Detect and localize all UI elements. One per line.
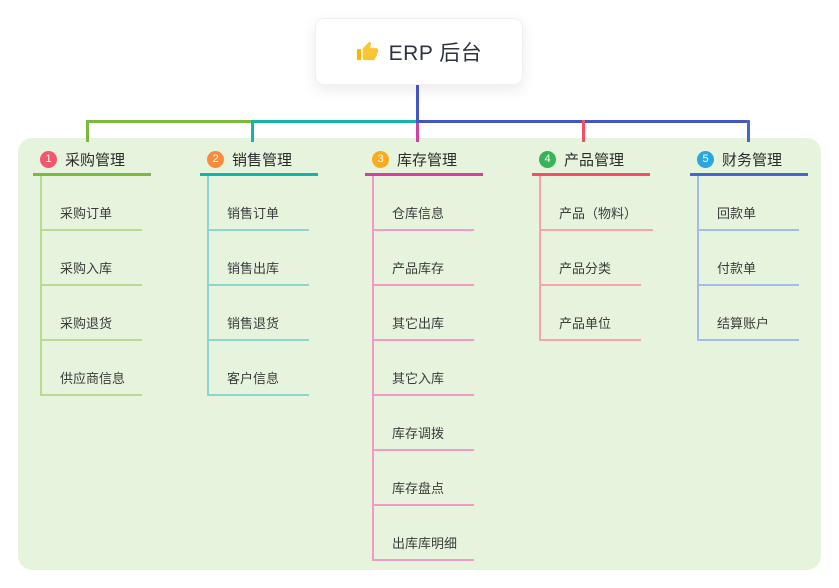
- branch-label: 库存管理: [397, 152, 458, 169]
- branch-number-badge: 2: [207, 151, 224, 168]
- drop-line-branch-4: [582, 120, 585, 142]
- child-node[interactable]: 产品库存: [374, 231, 474, 286]
- child-label: 库存盘点: [392, 481, 445, 496]
- branch-label: 产品管理: [564, 152, 625, 169]
- child-label: 采购入库: [60, 261, 113, 276]
- root-connector-line: [416, 85, 419, 123]
- branch-purchase: 1 采购管理 采购订单 采购入库 采购退货 供应商信息: [33, 146, 151, 396]
- child-node[interactable]: 产品（物料）: [541, 176, 654, 231]
- branch-number-badge: 5: [697, 151, 714, 168]
- branches-panel: [18, 138, 821, 570]
- child-node[interactable]: 销售出库: [209, 231, 309, 286]
- branch-finance-node[interactable]: 5 财务管理: [690, 146, 808, 176]
- child-node[interactable]: 供应商信息: [42, 341, 142, 396]
- child-node[interactable]: 其它入库: [374, 341, 474, 396]
- child-label: 其它出库: [392, 316, 445, 331]
- child-node[interactable]: 出库库明细: [374, 506, 474, 561]
- branch-purchase-node[interactable]: 1 采购管理: [33, 146, 151, 176]
- child-node[interactable]: 销售退货: [209, 286, 309, 341]
- branch-sales-node[interactable]: 2 销售管理: [200, 146, 318, 176]
- branch-product: 4 产品管理 产品（物料） 产品分类 产品单位: [532, 146, 654, 341]
- drop-line-branch-3: [416, 123, 419, 142]
- child-label: 库存调拨: [392, 426, 445, 441]
- branch-purchase-children: 采购订单 采购入库 采购退货 供应商信息: [40, 176, 142, 396]
- branch-label: 财务管理: [722, 152, 783, 169]
- branch-number-badge: 3: [372, 151, 389, 168]
- branch-inventory-children: 仓库信息 产品库存 其它出库 其它入库 库存调拨 库存盘点 出库库明细: [372, 176, 474, 561]
- child-label: 采购订单: [60, 206, 113, 221]
- child-node[interactable]: 客户信息: [209, 341, 309, 396]
- child-node[interactable]: 采购退货: [42, 286, 142, 341]
- branch-label: 销售管理: [232, 152, 293, 169]
- child-label: 其它入库: [392, 371, 445, 386]
- child-label: 销售订单: [227, 206, 280, 221]
- child-label: 销售退货: [227, 316, 280, 331]
- child-node[interactable]: 其它出库: [374, 286, 474, 341]
- child-label: 供应商信息: [60, 371, 126, 386]
- child-node[interactable]: 采购入库: [42, 231, 142, 286]
- root-title: ERP 后台: [388, 41, 483, 65]
- branch-finance: 5 财务管理 回款单 付款单 结算账户: [690, 146, 808, 341]
- child-node[interactable]: 产品单位: [541, 286, 641, 341]
- child-label: 仓库信息: [392, 206, 445, 221]
- child-node[interactable]: 回款单: [699, 176, 799, 231]
- branch-sales: 2 销售管理 销售订单 销售出库 销售退货 客户信息: [200, 146, 318, 396]
- drop-line-branch-1: [86, 120, 89, 142]
- child-node[interactable]: 产品分类: [541, 231, 641, 286]
- drop-line-branch-5: [747, 120, 750, 142]
- child-label: 结算账户: [717, 316, 770, 331]
- bus-segment-middle: [253, 120, 416, 123]
- branch-number-badge: 1: [40, 151, 57, 168]
- child-label: 回款单: [717, 206, 757, 221]
- child-node[interactable]: 结算账户: [699, 286, 799, 341]
- drop-line-branch-2: [251, 120, 254, 142]
- branch-sales-children: 销售订单 销售出库 销售退货 客户信息: [207, 176, 309, 396]
- child-node[interactable]: 库存调拨: [374, 396, 474, 451]
- bus-segment-left: [86, 120, 253, 123]
- child-label: 产品库存: [392, 261, 445, 276]
- child-node[interactable]: 采购订单: [42, 176, 142, 231]
- child-label: 付款单: [717, 261, 757, 276]
- branch-inventory-node[interactable]: 3 库存管理: [365, 146, 483, 176]
- child-label: 产品单位: [559, 316, 612, 331]
- child-node[interactable]: 销售订单: [209, 176, 309, 231]
- branch-product-children: 产品（物料） 产品分类 产品单位: [539, 176, 654, 341]
- child-label: 采购退货: [60, 316, 113, 331]
- child-node[interactable]: 库存盘点: [374, 451, 474, 506]
- child-label: 销售出库: [227, 261, 280, 276]
- child-node[interactable]: 付款单: [699, 231, 799, 286]
- child-label: 出库库明细: [392, 536, 458, 551]
- child-label: 产品（物料）: [559, 206, 638, 221]
- branch-inventory: 3 库存管理 仓库信息 产品库存 其它出库 其它入库 库存调拨 库存盘点 出库库…: [365, 146, 483, 561]
- branch-product-node[interactable]: 4 产品管理: [532, 146, 650, 176]
- branch-number-badge: 4: [539, 151, 556, 168]
- child-node[interactable]: 仓库信息: [374, 176, 474, 231]
- branch-label: 采购管理: [65, 152, 126, 169]
- child-label: 客户信息: [227, 371, 280, 386]
- child-label: 产品分类: [559, 261, 612, 276]
- thumbs-up-icon: [356, 41, 378, 61]
- branch-finance-children: 回款单 付款单 结算账户: [697, 176, 799, 341]
- root-node[interactable]: ERP 后台: [315, 18, 523, 85]
